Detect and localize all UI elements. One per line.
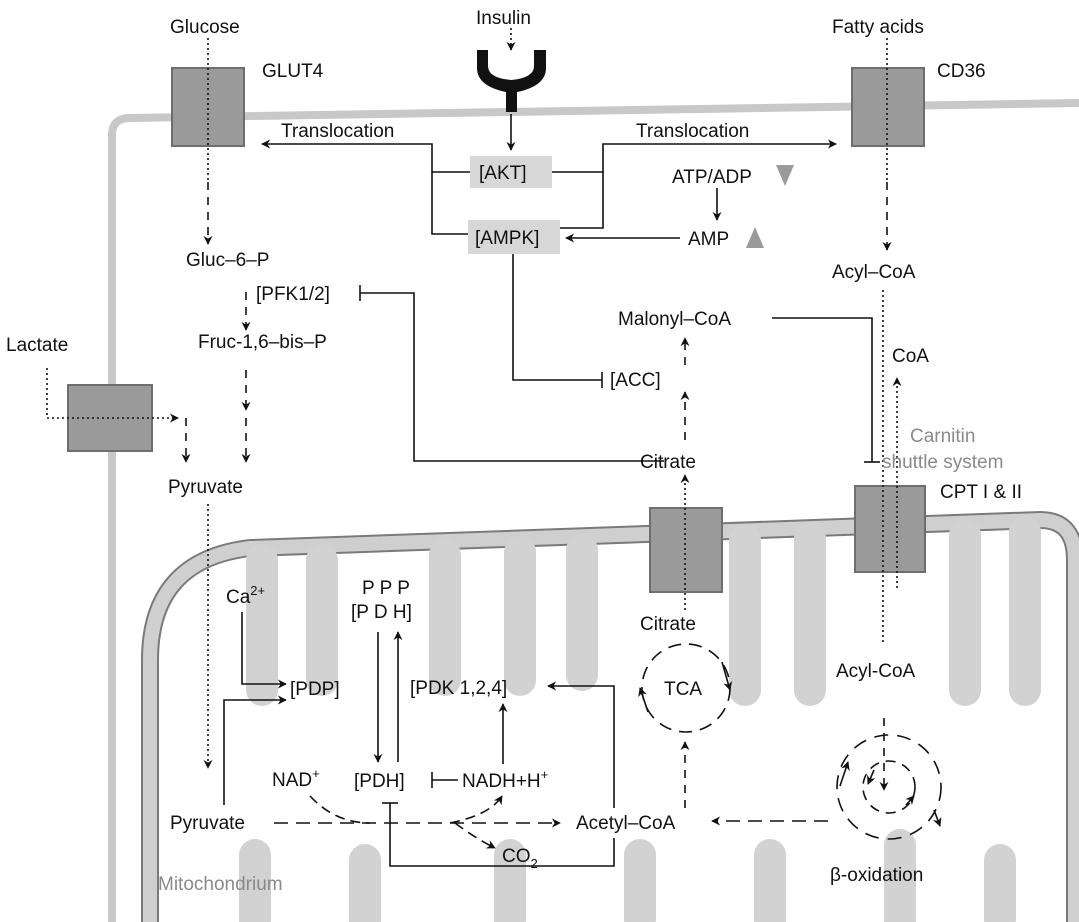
nadh-label: NADH+H+: [462, 767, 548, 792]
amp-label: AMP: [688, 229, 729, 250]
cpt-label: CPT I & II: [940, 482, 1022, 503]
nad-label: NAD+: [272, 766, 320, 791]
ppp-label: P P P: [362, 578, 410, 599]
glucose-label: Glucose: [170, 17, 240, 38]
cell-membrane: [112, 103, 1079, 922]
citrate-cyto-label: Citrate: [640, 452, 696, 473]
pdp-label: [PDP]: [290, 679, 340, 700]
glut4-label: GLUT4: [262, 61, 324, 82]
beta-oxidation-label: β-oxidation: [830, 865, 923, 886]
acyl-coa-mito-label: Acyl-CoA: [836, 661, 916, 682]
pfk-label: [PFK1/2]: [256, 284, 330, 305]
tca-label: TCA: [664, 679, 702, 700]
cd36-transporter: [852, 68, 924, 146]
insulin-label: Insulin: [476, 8, 531, 29]
acc-label: [ACC]: [610, 370, 661, 391]
cd36-label: CD36: [937, 61, 986, 82]
insulin-receptor-icon: [477, 50, 546, 112]
mitochondrium-label: Mitochondrium: [158, 874, 283, 895]
acyl-coa-cyto-label: Acyl–CoA: [832, 262, 916, 283]
akt-label: [AKT]: [479, 163, 527, 184]
lactate-label: Lactate: [6, 335, 68, 356]
fruc-label: Fruc-1,6–bis–P: [198, 332, 327, 353]
translocation-left-label: Translocation: [281, 121, 394, 142]
pdh-label: [PDH]: [354, 771, 405, 792]
carnitin-label-line2: shuttle system: [882, 452, 1003, 473]
beta-oxidation-cycle-icon: [837, 735, 941, 839]
pdh-p-label: [P D H]: [351, 602, 412, 623]
citrate-mito-label: Citrate: [640, 614, 696, 635]
increase-triangle-icon: [746, 227, 764, 248]
carnitin-label-line1: Carnitin: [910, 426, 975, 447]
citrate-transporter: [650, 508, 722, 592]
fatty-acids-label: Fatty acids: [832, 17, 924, 38]
cpt-transporter: [855, 486, 925, 572]
decrease-triangle-icon: [776, 165, 794, 186]
malonyl-coa-label: Malonyl–CoA: [618, 309, 731, 330]
coa-label: CoA: [892, 346, 929, 367]
gluc6p-label: Gluc–6–P: [186, 250, 269, 271]
lactate-transporter: [68, 385, 152, 451]
pdk-label: [PDK 1,2,4]: [410, 678, 507, 699]
atp-adp-label: ATP/ADP: [672, 167, 752, 188]
acetyl-coa-label: Acetyl–CoA: [576, 813, 676, 834]
pyruvate-cyto-label: Pyruvate: [168, 477, 243, 498]
ampk-label: [AMPK]: [475, 228, 539, 249]
translocation-right-label: Translocation: [636, 121, 749, 142]
pyruvate-mito-label: Pyruvate: [170, 813, 245, 834]
mitochondrion: [150, 520, 1075, 922]
